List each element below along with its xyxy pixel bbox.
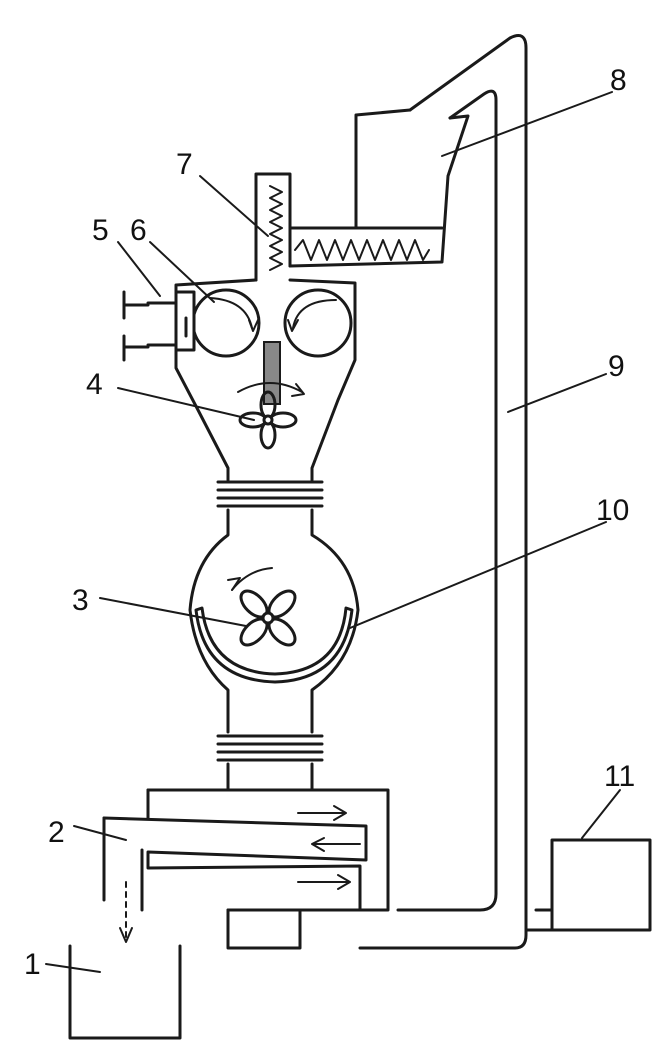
bellows-lower (216, 734, 324, 792)
fan-upper (238, 390, 298, 450)
callout-labels: 8 7 5 6 4 9 10 3 2 1 11 (24, 64, 635, 981)
leader-lines (45, 91, 621, 973)
label-3: 3 (72, 584, 89, 617)
bellows-upper (216, 480, 324, 508)
label-10: 10 (596, 494, 629, 527)
label-9: 9 (608, 350, 625, 383)
roller-left (191, 288, 261, 358)
label-5: 5 (92, 214, 109, 247)
label-7: 7 (176, 148, 193, 181)
blower (524, 838, 652, 932)
guide-shroud (194, 606, 354, 684)
feed-screw (294, 239, 430, 261)
label-2: 2 (48, 816, 65, 849)
adjustment-screw (122, 290, 196, 362)
label-8: 8 (610, 64, 627, 97)
fan-chamber (188, 508, 360, 734)
deflector (263, 341, 281, 405)
rolling-chamber (174, 278, 357, 482)
hopper (288, 108, 470, 268)
roller-right (283, 288, 353, 358)
spring-chute (254, 172, 292, 282)
label-1: 1 (24, 948, 41, 981)
return-duct (358, 34, 528, 950)
label-6: 6 (130, 214, 147, 247)
label-4: 4 (86, 368, 103, 401)
collection-bin (68, 944, 182, 1040)
label-11: 11 (604, 760, 635, 793)
separator (102, 788, 390, 950)
fan-lower (239, 589, 297, 647)
